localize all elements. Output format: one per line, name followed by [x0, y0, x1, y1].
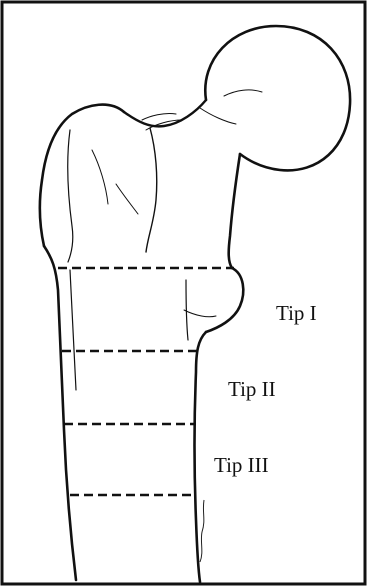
tip-1-label: Tip I	[276, 303, 317, 324]
tip-2-label: Tip II	[228, 379, 276, 400]
tip-3-label: Tip III	[214, 455, 269, 476]
